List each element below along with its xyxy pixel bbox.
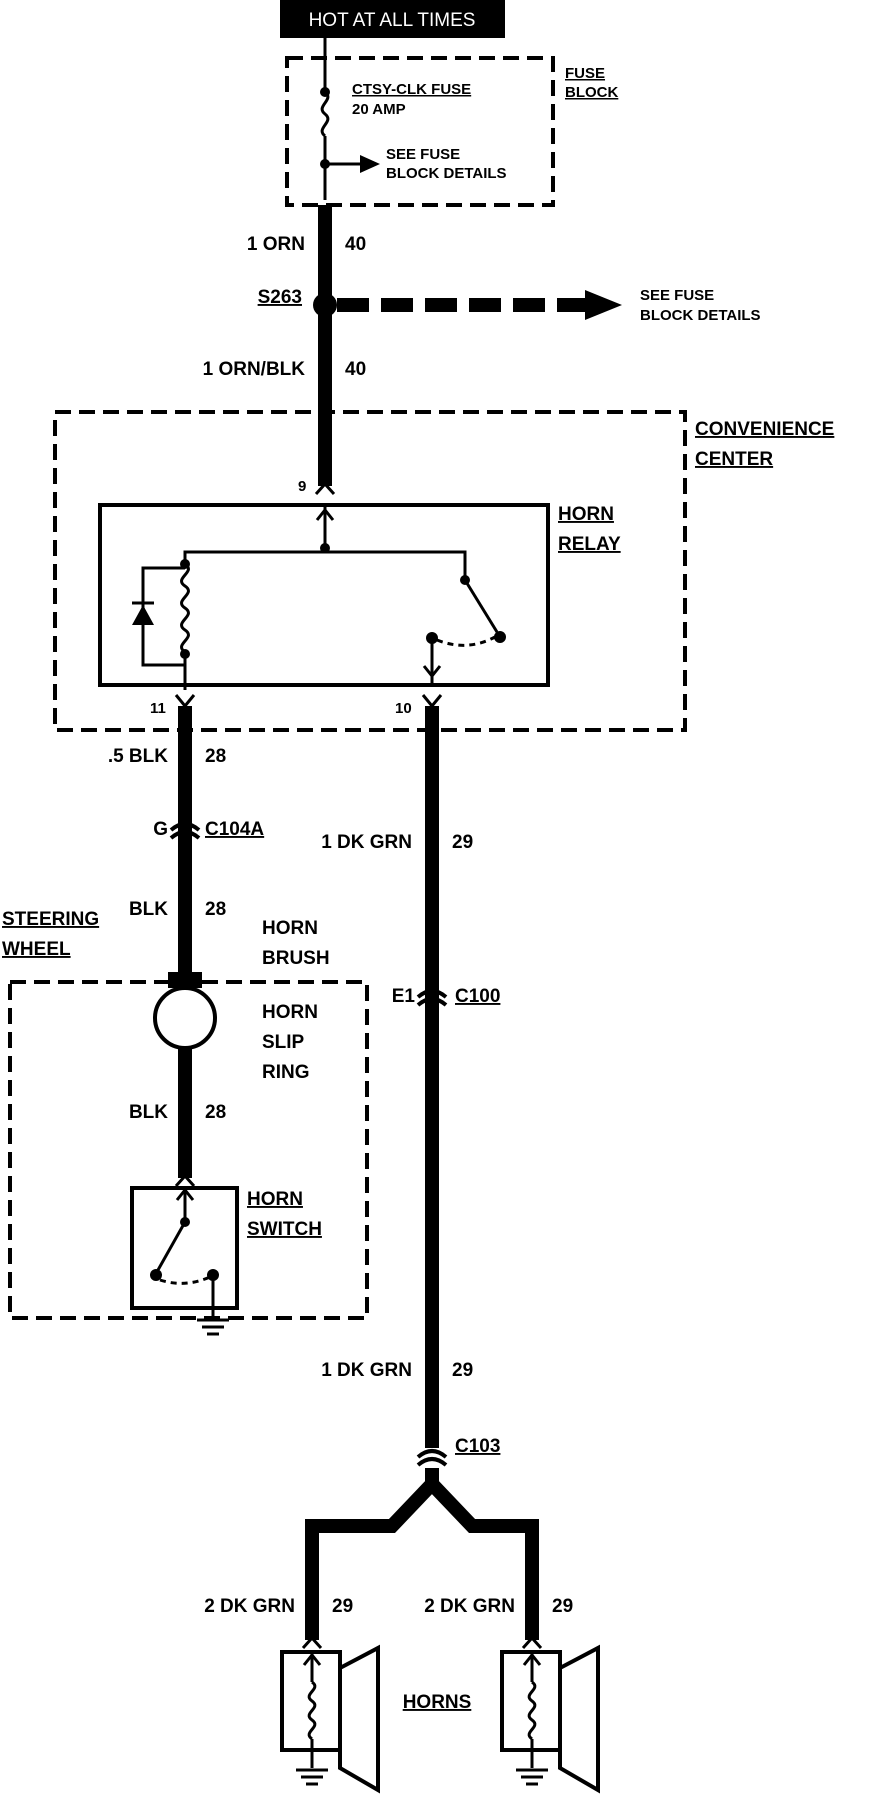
c104a-label: C104A [205, 819, 264, 840]
splice-label: S263 [258, 287, 302, 308]
horn-brush [168, 972, 202, 988]
horn-slip-ring-line1: HORN [262, 1002, 318, 1023]
relay-internal-bus [183, 550, 467, 580]
wire-top-color: 1 ORN [247, 234, 305, 255]
wire-relay-out-circuit: 29 [452, 832, 473, 853]
relay-coil [180, 562, 190, 654]
horn-brush-line1: HORN [262, 918, 318, 939]
wire-steering-circuit-2: 28 [205, 1102, 226, 1123]
convenience-center-label-line2: CENTER [695, 449, 773, 470]
fuse-name: CTSY-CLK FUSE [352, 81, 471, 98]
horn-brush-line2: BRUSH [262, 948, 330, 969]
wire-relay-feed-circuit: 40 [345, 359, 366, 380]
horns-label: HORNS [403, 1692, 472, 1713]
fuse-block-outline [285, 56, 555, 207]
steering-wheel-label-line1: STEERING [2, 909, 99, 930]
fuse-block-label-line1: FUSE [565, 65, 605, 82]
power-header: HOT AT ALL TIMES [280, 0, 505, 38]
fuse-block: CTSY-CLK FUSE 20 AMP SEE FUSE BLOCK DETA… [285, 38, 618, 207]
fuse-block-label-line2: BLOCK [565, 84, 618, 101]
splice-s263: S263 SEE FUSE BLOCK DETAILS [258, 287, 761, 324]
wire-horn-right [426, 1479, 539, 1640]
wire-horn-left-circuit: 29 [332, 1596, 353, 1617]
horn-relay-label-line1: HORN [558, 504, 614, 525]
c100-label: C100 [455, 986, 500, 1007]
convenience-center-outline [53, 410, 687, 732]
fuse-rating: 20 AMP [352, 101, 406, 118]
relay-switch-arm [463, 579, 499, 633]
horn-relay-label-line2: RELAY [558, 534, 621, 555]
convenience-center: CONVENIENCE CENTER [53, 410, 834, 732]
wire-relay-out-color: 1 DK GRN [321, 832, 412, 853]
horn-left [280, 1635, 380, 1794]
connector-c100: E1 C100 [392, 986, 501, 1007]
horn-switch-label-line1: HORN [247, 1189, 303, 1210]
horn-slip-ring-line2: SLIP [262, 1032, 305, 1053]
steering-wheel-label-line2: WHEEL [2, 939, 71, 960]
wire-steering-color-2: BLK [129, 1102, 168, 1123]
pin-11-label: 11 [150, 700, 166, 717]
horn-left-coil [307, 1680, 317, 1741]
wire-horn-feed-color: 1 DK GRN [321, 1360, 412, 1381]
wire-horn-right-circuit: 29 [552, 1596, 573, 1617]
splice-details-line1: SEE FUSE [640, 287, 714, 304]
horn-slip-ring-line3: RING [262, 1062, 310, 1083]
connector-c104a: G C104A [153, 819, 264, 840]
horn-left-bell-icon [338, 1644, 380, 1794]
wire-horn-feed-circuit: 29 [452, 1360, 473, 1381]
wire-top-circuit: 40 [345, 234, 366, 255]
horn-relay: HORN RELAY 9 [98, 478, 621, 690]
steering-wheel: STEERING WHEEL HORN BRUSH HORN SLIP RING… [2, 909, 369, 1336]
power-header-label: HOT AT ALL TIMES [309, 10, 476, 31]
pin-10-label: 10 [395, 700, 412, 717]
convenience-center-label-line1: CONVENIENCE [695, 419, 834, 440]
fuse-details-arrow [360, 155, 380, 173]
c100-pin-label: E1 [392, 986, 416, 1007]
wire-steering-color-1: BLK [129, 899, 168, 920]
horn-right-coil [527, 1680, 537, 1741]
wire-relay-feed-color: 1 ORN/BLK [203, 359, 306, 380]
wire-steering-circuit-1: 28 [205, 899, 226, 920]
c103-label: C103 [455, 1436, 500, 1457]
fuse-element [320, 90, 330, 138]
power-header-box [280, 0, 505, 38]
horn-switch-label-line2: SWITCH [247, 1219, 322, 1240]
fuse-details-line2: BLOCK DETAILS [386, 165, 507, 182]
splice-details-line2: BLOCK DETAILS [640, 307, 761, 324]
wire-coil-ground-circuit: 28 [205, 746, 226, 767]
splice-arrow [585, 290, 622, 320]
pin-9-terminal [314, 481, 336, 496]
horn-slip-ring [153, 986, 217, 1050]
c104a-pin-label: G [153, 819, 168, 840]
wire-horn-right-color: 2 DK GRN [424, 1596, 515, 1617]
horn-switch-arm [156, 1221, 187, 1271]
pin-10-terminal [421, 694, 443, 709]
wire-horn-left-color: 2 DK GRN [204, 1596, 295, 1617]
splice-dot [313, 293, 337, 317]
pin-9-label: 9 [298, 478, 306, 495]
relay-diode [132, 605, 154, 625]
horn-right-bell-icon [558, 1644, 600, 1794]
wire-horn-left [305, 1468, 439, 1640]
wire-coil-ground-color: .5 BLK [108, 746, 168, 767]
horn-right [500, 1635, 600, 1794]
pin-11-terminal [174, 694, 196, 709]
connector-c103: C103 [416, 1436, 500, 1467]
fuse-details-line1: SEE FUSE [386, 146, 460, 163]
